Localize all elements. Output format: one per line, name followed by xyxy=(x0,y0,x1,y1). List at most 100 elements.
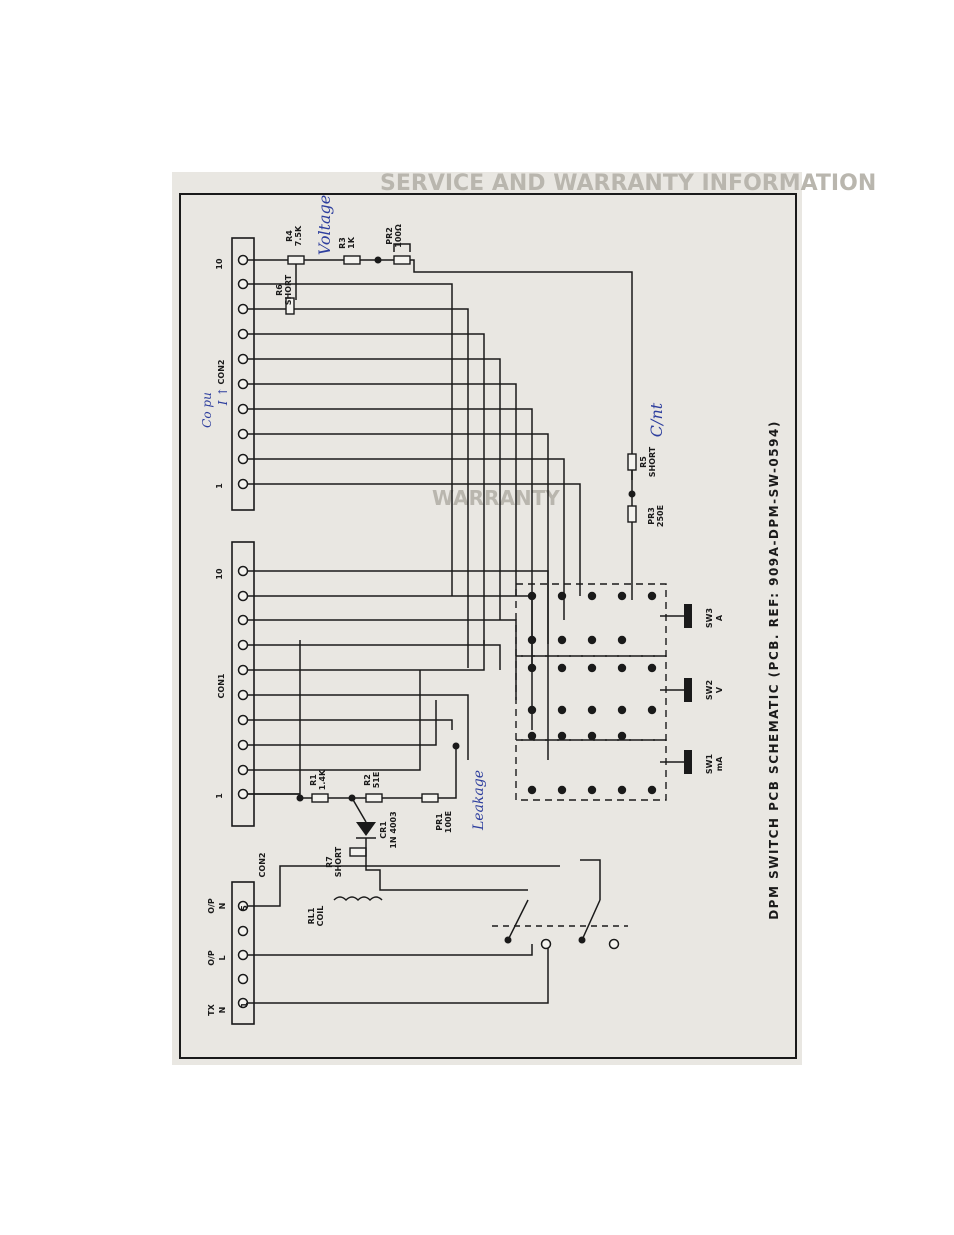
annotation-leakage: Leakage xyxy=(471,770,487,831)
pr1-ref: PR1 xyxy=(435,813,444,831)
con2-bottom-pin5-label: 5 xyxy=(240,905,249,911)
con2-top-body xyxy=(231,237,255,511)
r3-ref: R3 xyxy=(338,237,347,249)
switch-contact-r2c2 xyxy=(587,663,597,673)
relay-contact-1 xyxy=(507,899,529,941)
bleed-through-heading: SERVICE AND WARRANTY INFORMATION xyxy=(380,171,876,196)
con2-top-wire-4 xyxy=(248,408,533,668)
switch-actuator-3 xyxy=(684,604,692,628)
rl1-coil xyxy=(333,896,383,902)
switch-contact-r2c0 xyxy=(527,663,537,673)
switch-contact-r3c4 xyxy=(647,705,657,715)
switch-contact-r1c2 xyxy=(587,635,597,645)
con2-top-wire-8 xyxy=(248,308,469,668)
con2-top-pin-5 xyxy=(237,378,249,390)
r1-value: 1.4K xyxy=(318,769,327,790)
con2-top-wire-1 xyxy=(248,483,581,596)
hdr-op-l: O/P xyxy=(207,950,216,966)
switch-contact-r0c1 xyxy=(557,591,567,601)
con2-top-wire-7 xyxy=(248,333,485,644)
con2-top-pin-7 xyxy=(237,328,249,340)
con1-pin10-label: 10 xyxy=(215,568,224,580)
junction-pr3 xyxy=(628,490,636,498)
r6-ref: R6 xyxy=(275,284,284,296)
r2-ref: R2 xyxy=(363,774,372,786)
con2-top-wire-9 xyxy=(248,283,453,596)
relay-contact-2 xyxy=(581,899,601,941)
sw1-ref: SW1 xyxy=(705,753,714,774)
con2-top-pin-3 xyxy=(237,428,249,440)
switch-contact-r0c3 xyxy=(617,591,627,601)
pr3-trimmer xyxy=(627,505,637,523)
r6-resistor xyxy=(285,297,295,315)
sw3-dashed-box xyxy=(515,583,667,657)
switch-contact-r5c0 xyxy=(527,785,537,795)
con1-wire-2 xyxy=(248,670,421,771)
switch-contact-r1c1 xyxy=(557,635,567,645)
switch-contact-r4c3 xyxy=(617,731,627,741)
junction-r1 xyxy=(296,794,304,802)
con1-pin1-label: 1 xyxy=(215,793,224,799)
switch-contact-r2c4 xyxy=(647,663,657,673)
con1-wire-8 xyxy=(248,619,517,700)
con1-pin-8 xyxy=(237,614,249,626)
switch-actuator-2 xyxy=(684,678,692,702)
r5-resistor xyxy=(627,453,637,471)
junction-r3-pr2 xyxy=(374,256,382,264)
con1-label: CON1 xyxy=(217,673,226,698)
con1-wire-7 xyxy=(248,644,501,670)
wire-pr1-out xyxy=(438,746,457,799)
con2-bottom-pin-1 xyxy=(237,997,249,1009)
con2-top-pin10-label: 10 xyxy=(215,258,224,270)
con2-top-pin-2 xyxy=(237,453,249,465)
switch-contact-r5c1 xyxy=(557,785,567,795)
sw2-value: V xyxy=(715,686,724,693)
switch-contact-r3c2 xyxy=(587,705,597,715)
pr2-wiper xyxy=(393,243,411,252)
r1-resistor xyxy=(311,793,329,803)
r5-value: SHORT xyxy=(648,446,657,477)
r2-resistor xyxy=(365,793,383,803)
con2-top-pin-4 xyxy=(237,403,249,415)
con1-wire-1 xyxy=(248,640,301,795)
con2-top-wire-2 xyxy=(248,458,565,620)
r7-value: SHORT xyxy=(334,846,343,877)
schematic-title: DPM SWITCH PCB SCHEMATIC (PCB. REF: 909A… xyxy=(767,420,781,920)
hdr-op-n: O/P xyxy=(207,898,216,914)
switch-contact-r3c0 xyxy=(527,705,537,715)
r6-value: SHORT xyxy=(284,274,293,305)
con2-top-wire-6 xyxy=(248,358,501,620)
relay-node-1 xyxy=(504,936,512,944)
relay-node-2 xyxy=(578,936,586,944)
relay-terminal-1 xyxy=(540,938,552,950)
con1-pin-6 xyxy=(237,664,249,676)
switch-contact-r3c1 xyxy=(557,705,567,715)
r1-ref: R1 xyxy=(309,774,318,786)
sw2-ref: SW2 xyxy=(705,680,714,700)
scanned-page xyxy=(172,172,802,1065)
relay-terminal-2 xyxy=(608,938,620,950)
switch-contact-r4c1 xyxy=(557,731,567,741)
schematic-border xyxy=(179,193,797,1059)
sw1-value: mA xyxy=(715,756,724,771)
con1-pin-1 xyxy=(237,788,249,800)
con2-top-wire-5 xyxy=(248,383,517,596)
r7-ref: R7 xyxy=(325,856,334,868)
switch-contact-r1c3 xyxy=(617,635,627,645)
con2-bottom-pin-3 xyxy=(237,949,249,961)
sw2-dashed-box xyxy=(515,655,667,741)
sw1-dashed-box xyxy=(515,739,667,801)
con2-top-pin-8 xyxy=(237,303,249,315)
bleed-through-subheading: WARRANTY xyxy=(432,486,560,510)
hdr-op-l2: L xyxy=(218,955,227,960)
switch-contact-r4c0 xyxy=(527,731,537,741)
con2-bottom-wire-1 xyxy=(248,944,549,1004)
switch-contact-r0c2 xyxy=(587,591,597,601)
con1-pin-5 xyxy=(237,689,249,701)
annotation-voltage: Voltage xyxy=(315,195,334,256)
con2-top-pin-9 xyxy=(237,278,249,290)
hdr-op-n2: N xyxy=(218,903,227,910)
con1-pin-9 xyxy=(237,590,249,602)
